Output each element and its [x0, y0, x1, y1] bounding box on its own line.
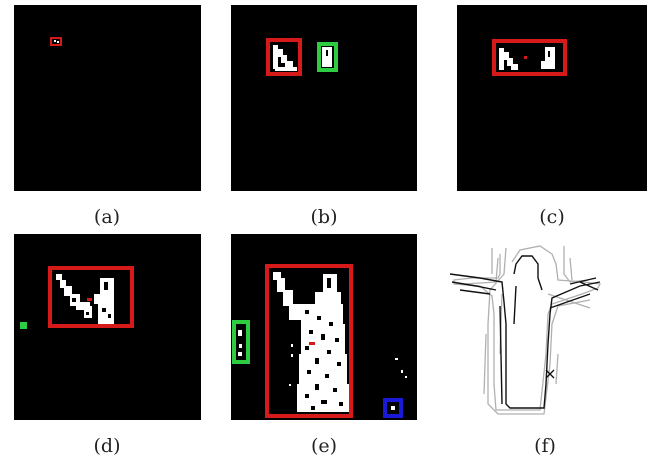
panel-a — [14, 5, 201, 191]
caption-b: (b) — [310, 206, 338, 228]
detected-pixel — [54, 40, 56, 42]
cross-marker — [545, 369, 555, 379]
detected-pixel — [57, 41, 59, 43]
trajectory-outline-graphic — [449, 245, 601, 415]
candidate-blob — [20, 322, 27, 329]
tracking-box — [265, 264, 353, 418]
caption-d: (d) — [93, 435, 121, 457]
center-marker — [87, 298, 92, 301]
panel-d-graphic — [20, 266, 134, 329]
caption-a: (a) — [93, 206, 121, 228]
tracking-box — [266, 38, 302, 76]
panel-f — [440, 234, 650, 424]
initial-detection-box — [50, 37, 62, 46]
candidate-blob-left — [232, 320, 250, 364]
panel-b-graphic — [266, 38, 338, 76]
lost-target-box — [383, 398, 403, 418]
hand-blob-left — [273, 45, 297, 71]
candidate-box — [317, 42, 338, 72]
panel-c — [457, 5, 647, 191]
tracking-box — [48, 266, 134, 328]
caption-f: (f) — [534, 435, 556, 457]
hand-blob-left — [499, 48, 518, 70]
hand-blob-right — [322, 47, 332, 67]
full-body-silhouette — [273, 272, 349, 412]
panel-e-graphic — [232, 264, 407, 418]
panel-d — [14, 234, 201, 420]
hand-blob-right — [541, 47, 555, 69]
merged-tracking-box — [492, 39, 567, 76]
dark-trajectories — [449, 255, 601, 409]
panel-e — [231, 234, 417, 420]
upper-body-silhouette — [56, 274, 114, 324]
center-marker — [309, 342, 315, 345]
caption-e: (e) — [310, 435, 338, 457]
panel-b — [231, 5, 417, 191]
center-marker — [524, 56, 527, 59]
light-trajectories — [453, 245, 601, 415]
caption-c: (c) — [539, 206, 565, 228]
panel-a-graphic — [50, 37, 62, 46]
panel-c-graphic — [492, 39, 567, 76]
noise-points — [289, 344, 407, 386]
